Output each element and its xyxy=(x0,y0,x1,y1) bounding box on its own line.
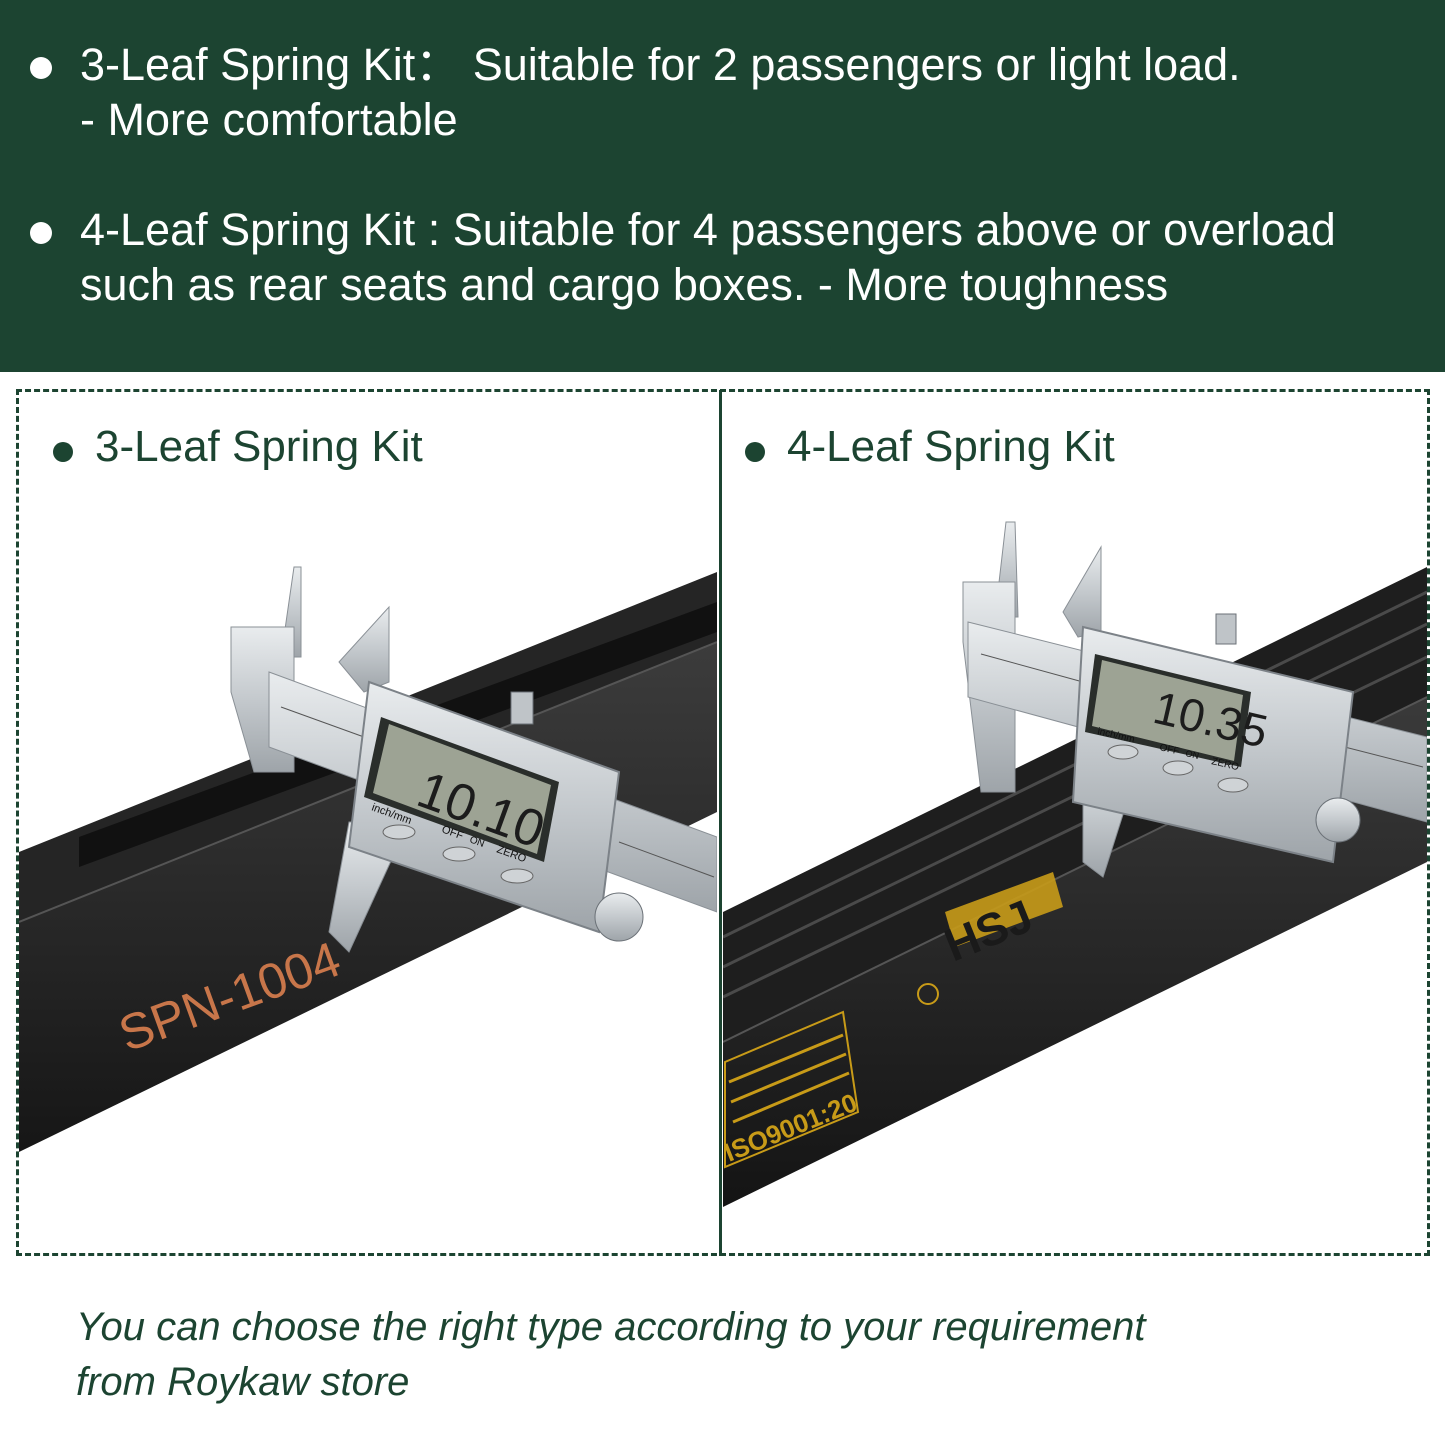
banner-item-line1: 3-Leaf Spring Kit： Suitable for 2 passen… xyxy=(80,39,1241,90)
on-label: ON xyxy=(1185,748,1200,761)
caliper: 10.35 inch/mm OFF ON ZERO xyxy=(962,521,1427,878)
panel-divider xyxy=(719,390,722,1256)
caliper-buttons: inch/mm OFF ON ZERO xyxy=(1096,726,1249,793)
off-on-button xyxy=(442,846,476,862)
off-on-button xyxy=(1162,760,1194,776)
panel-4-leaf: 4-Leaf Spring Kit HSJ xyxy=(723,392,1427,1252)
panel-3-leaf: 3-Leaf Spring Kit SPN-1004 xyxy=(19,392,717,1252)
bullet-icon xyxy=(745,442,765,462)
banner-item-line2: such as rear seats and cargo boxes. - Mo… xyxy=(80,259,1169,310)
mode-button xyxy=(1107,744,1139,760)
caliper: 10.10 inch/mm OFF ON ZERO xyxy=(230,566,717,953)
bullet-icon xyxy=(30,57,52,79)
panel-title: 4-Leaf Spring Kit xyxy=(787,422,1115,471)
footer-note: You can choose the right type according … xyxy=(76,1300,1146,1410)
photo-4-leaf-spring-caliper: HSJ ISO9001:20 10.35 inch/mm OF xyxy=(723,521,1427,1207)
mode-button xyxy=(382,824,416,840)
panel-title: 3-Leaf Spring Kit xyxy=(95,422,423,471)
thumb-screw xyxy=(1215,613,1237,645)
thumb-roller xyxy=(594,892,644,942)
on-label: ON xyxy=(468,834,486,849)
bullet-icon xyxy=(30,222,52,244)
off-label: OFF xyxy=(1158,742,1180,757)
footer-line1: You can choose the right type according … xyxy=(76,1305,1146,1349)
banner-item-line1: 4-Leaf Spring Kit : Suitable for 4 passe… xyxy=(80,204,1336,255)
comparison-frame xyxy=(16,389,1430,1256)
info-banner: 3-Leaf Spring Kit： Suitable for 2 passen… xyxy=(0,0,1445,372)
zero-button xyxy=(500,868,534,884)
banner-item-line2: - More comfortable xyxy=(80,94,458,145)
zero-button xyxy=(1217,777,1249,793)
thumb-screw xyxy=(510,691,534,725)
photo-3-leaf-spring-caliper: SPN-1004 10.10 inch/mm OFF ON ZERO xyxy=(19,566,717,1152)
bullet-icon xyxy=(53,442,73,462)
thumb-roller xyxy=(1315,797,1361,843)
registered-icon xyxy=(917,983,939,1005)
footer-line2: from Roykaw store xyxy=(76,1360,410,1404)
